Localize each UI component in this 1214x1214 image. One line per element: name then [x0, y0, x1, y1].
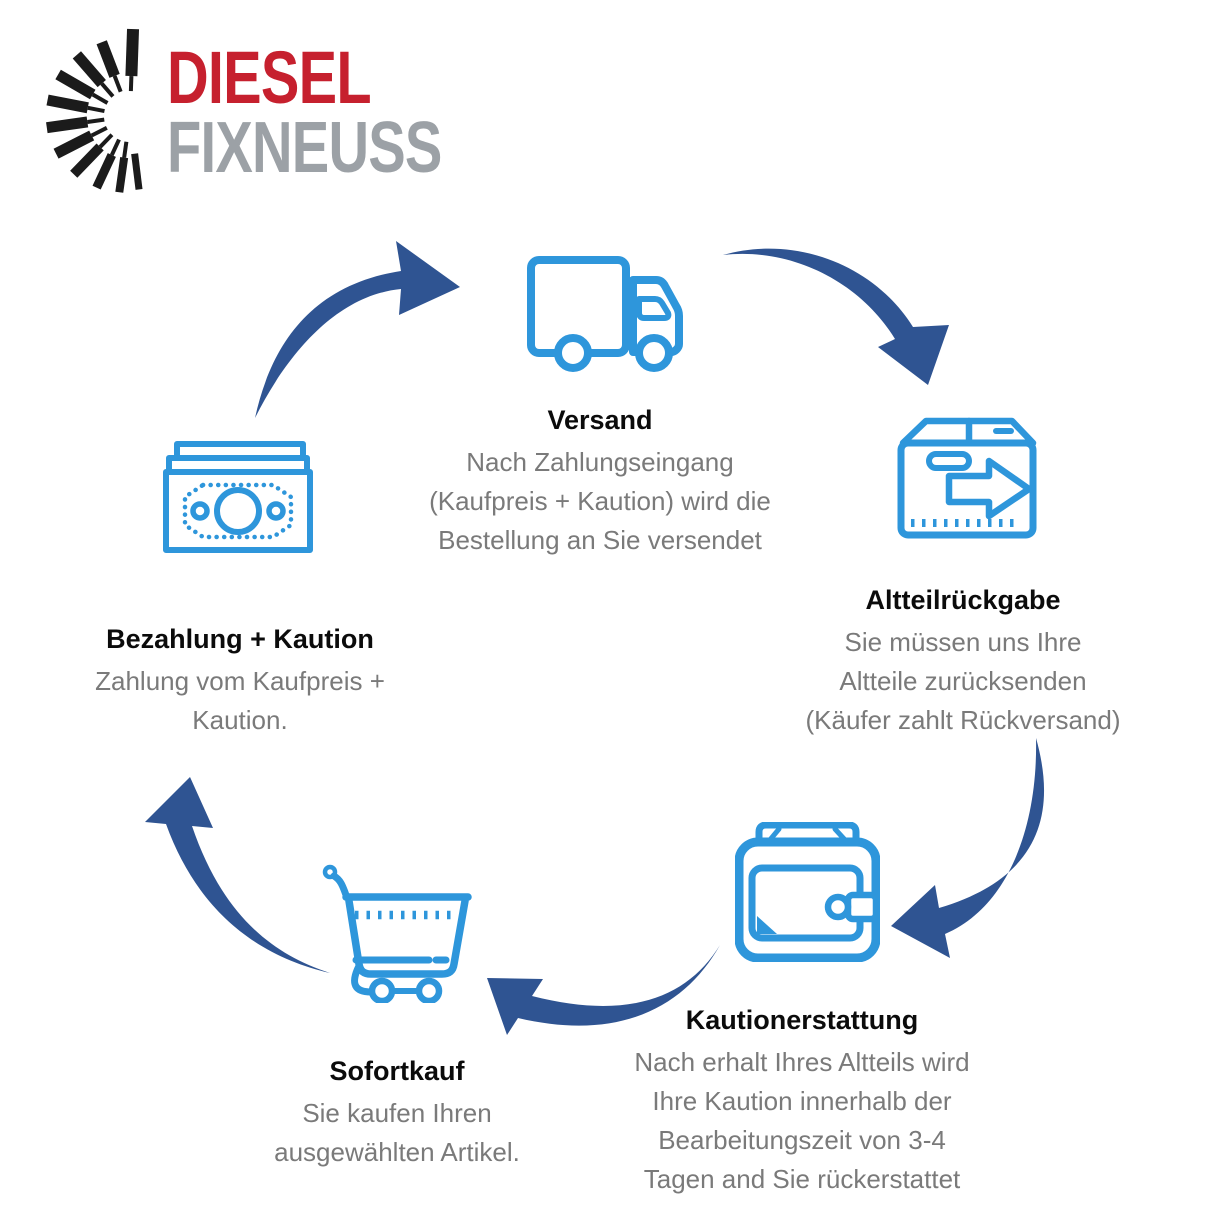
- step-description-line: Kaution.: [192, 705, 288, 735]
- step-title-kautionerstattung: Kautionerstattung: [685, 1005, 919, 1035]
- step-description-line: Nach erhalt Ihres Altteils wird: [634, 1047, 970, 1077]
- brand-name-line2: FIXNEUSS: [167, 108, 442, 188]
- step-description-line: Altteile zurücksenden: [839, 666, 1087, 696]
- step-altteilrueckgabe: Altteilrückgabe Sie müssen uns Ihre Altt…: [783, 585, 1143, 740]
- step-description-sofortkauf: Sie kaufen Ihren ausgewählten Artikel.: [217, 1094, 577, 1172]
- step-description-line: Bearbeitungszeit von 3-4: [658, 1125, 946, 1155]
- step-description-altteilrueckgabe: Sie müssen uns Ihre Altteile zurücksende…: [783, 623, 1143, 740]
- curved-arrow-kautionerstattung-to-sofortkauf-icon: [487, 945, 720, 1035]
- step-title-sofortkauf: Sofortkauf: [329, 1056, 465, 1086]
- step-title-bezahlung-kaution: Bezahlung + Kaution: [106, 624, 374, 654]
- brand-name-line1: DIESEL: [167, 36, 372, 119]
- step-description-bezahlung-kaution: Zahlung vom Kaufpreis + Kaution.: [60, 662, 420, 740]
- wallet-icon: [735, 822, 880, 962]
- curved-arrow-bezahlung-to-versand-icon: [255, 241, 460, 418]
- step-description-line: (Käufer zahlt Rückversand): [805, 705, 1121, 735]
- step-description-line: Ihre Kaution innerhalb der: [652, 1086, 952, 1116]
- step-description-line: Sie kaufen Ihren: [302, 1098, 492, 1128]
- step-sofortkauf: Sofortkauf Sie kaufen Ihren ausgewählten…: [217, 1056, 577, 1172]
- step-description-line: Zahlung vom Kaufpreis +: [95, 666, 385, 696]
- curved-arrow-altteilrueckgabe-to-kautionerstattung-icon: [891, 738, 1045, 958]
- delivery-truck-icon: [527, 256, 683, 372]
- step-title-versand: Versand: [547, 405, 653, 435]
- shopping-cart-icon: [322, 864, 472, 1003]
- step-description-line: ausgewählten Artikel.: [274, 1137, 520, 1167]
- step-description-line: (Kaufpreis + Kaution) wird die: [429, 486, 771, 516]
- step-description-versand: Nach Zahlungseingang (Kaufpreis + Kautio…: [420, 443, 780, 560]
- step-title-altteilrueckgabe: Altteilrückgabe: [865, 585, 1061, 615]
- step-description-line: Nach Zahlungseingang: [466, 447, 734, 477]
- banknotes-icon: [163, 441, 313, 553]
- injector-spray-icon: [46, 28, 143, 193]
- step-description-line: Tagen and Sie rückerstattet: [643, 1164, 961, 1194]
- step-description-line: Sie müssen uns Ihre: [844, 627, 1082, 657]
- parcel-return-icon: [897, 417, 1037, 539]
- step-bezahlung-kaution: Bezahlung + Kaution Zahlung vom Kaufprei…: [60, 624, 420, 740]
- curved-arrow-sofortkauf-to-bezahlung-icon: [145, 777, 330, 973]
- step-kautionerstattung: Kautionerstattung Nach erhalt Ihres Altt…: [612, 1005, 992, 1199]
- step-description-kautionerstattung: Nach erhalt Ihres Altteils wird Ihre Kau…: [612, 1043, 992, 1199]
- step-versand: Versand Nach Zahlungseingang (Kaufpreis …: [420, 405, 780, 560]
- step-description-line: Bestellung an Sie versendet: [438, 525, 762, 555]
- curved-arrow-versand-to-altteilrueckgabe-icon: [723, 248, 949, 385]
